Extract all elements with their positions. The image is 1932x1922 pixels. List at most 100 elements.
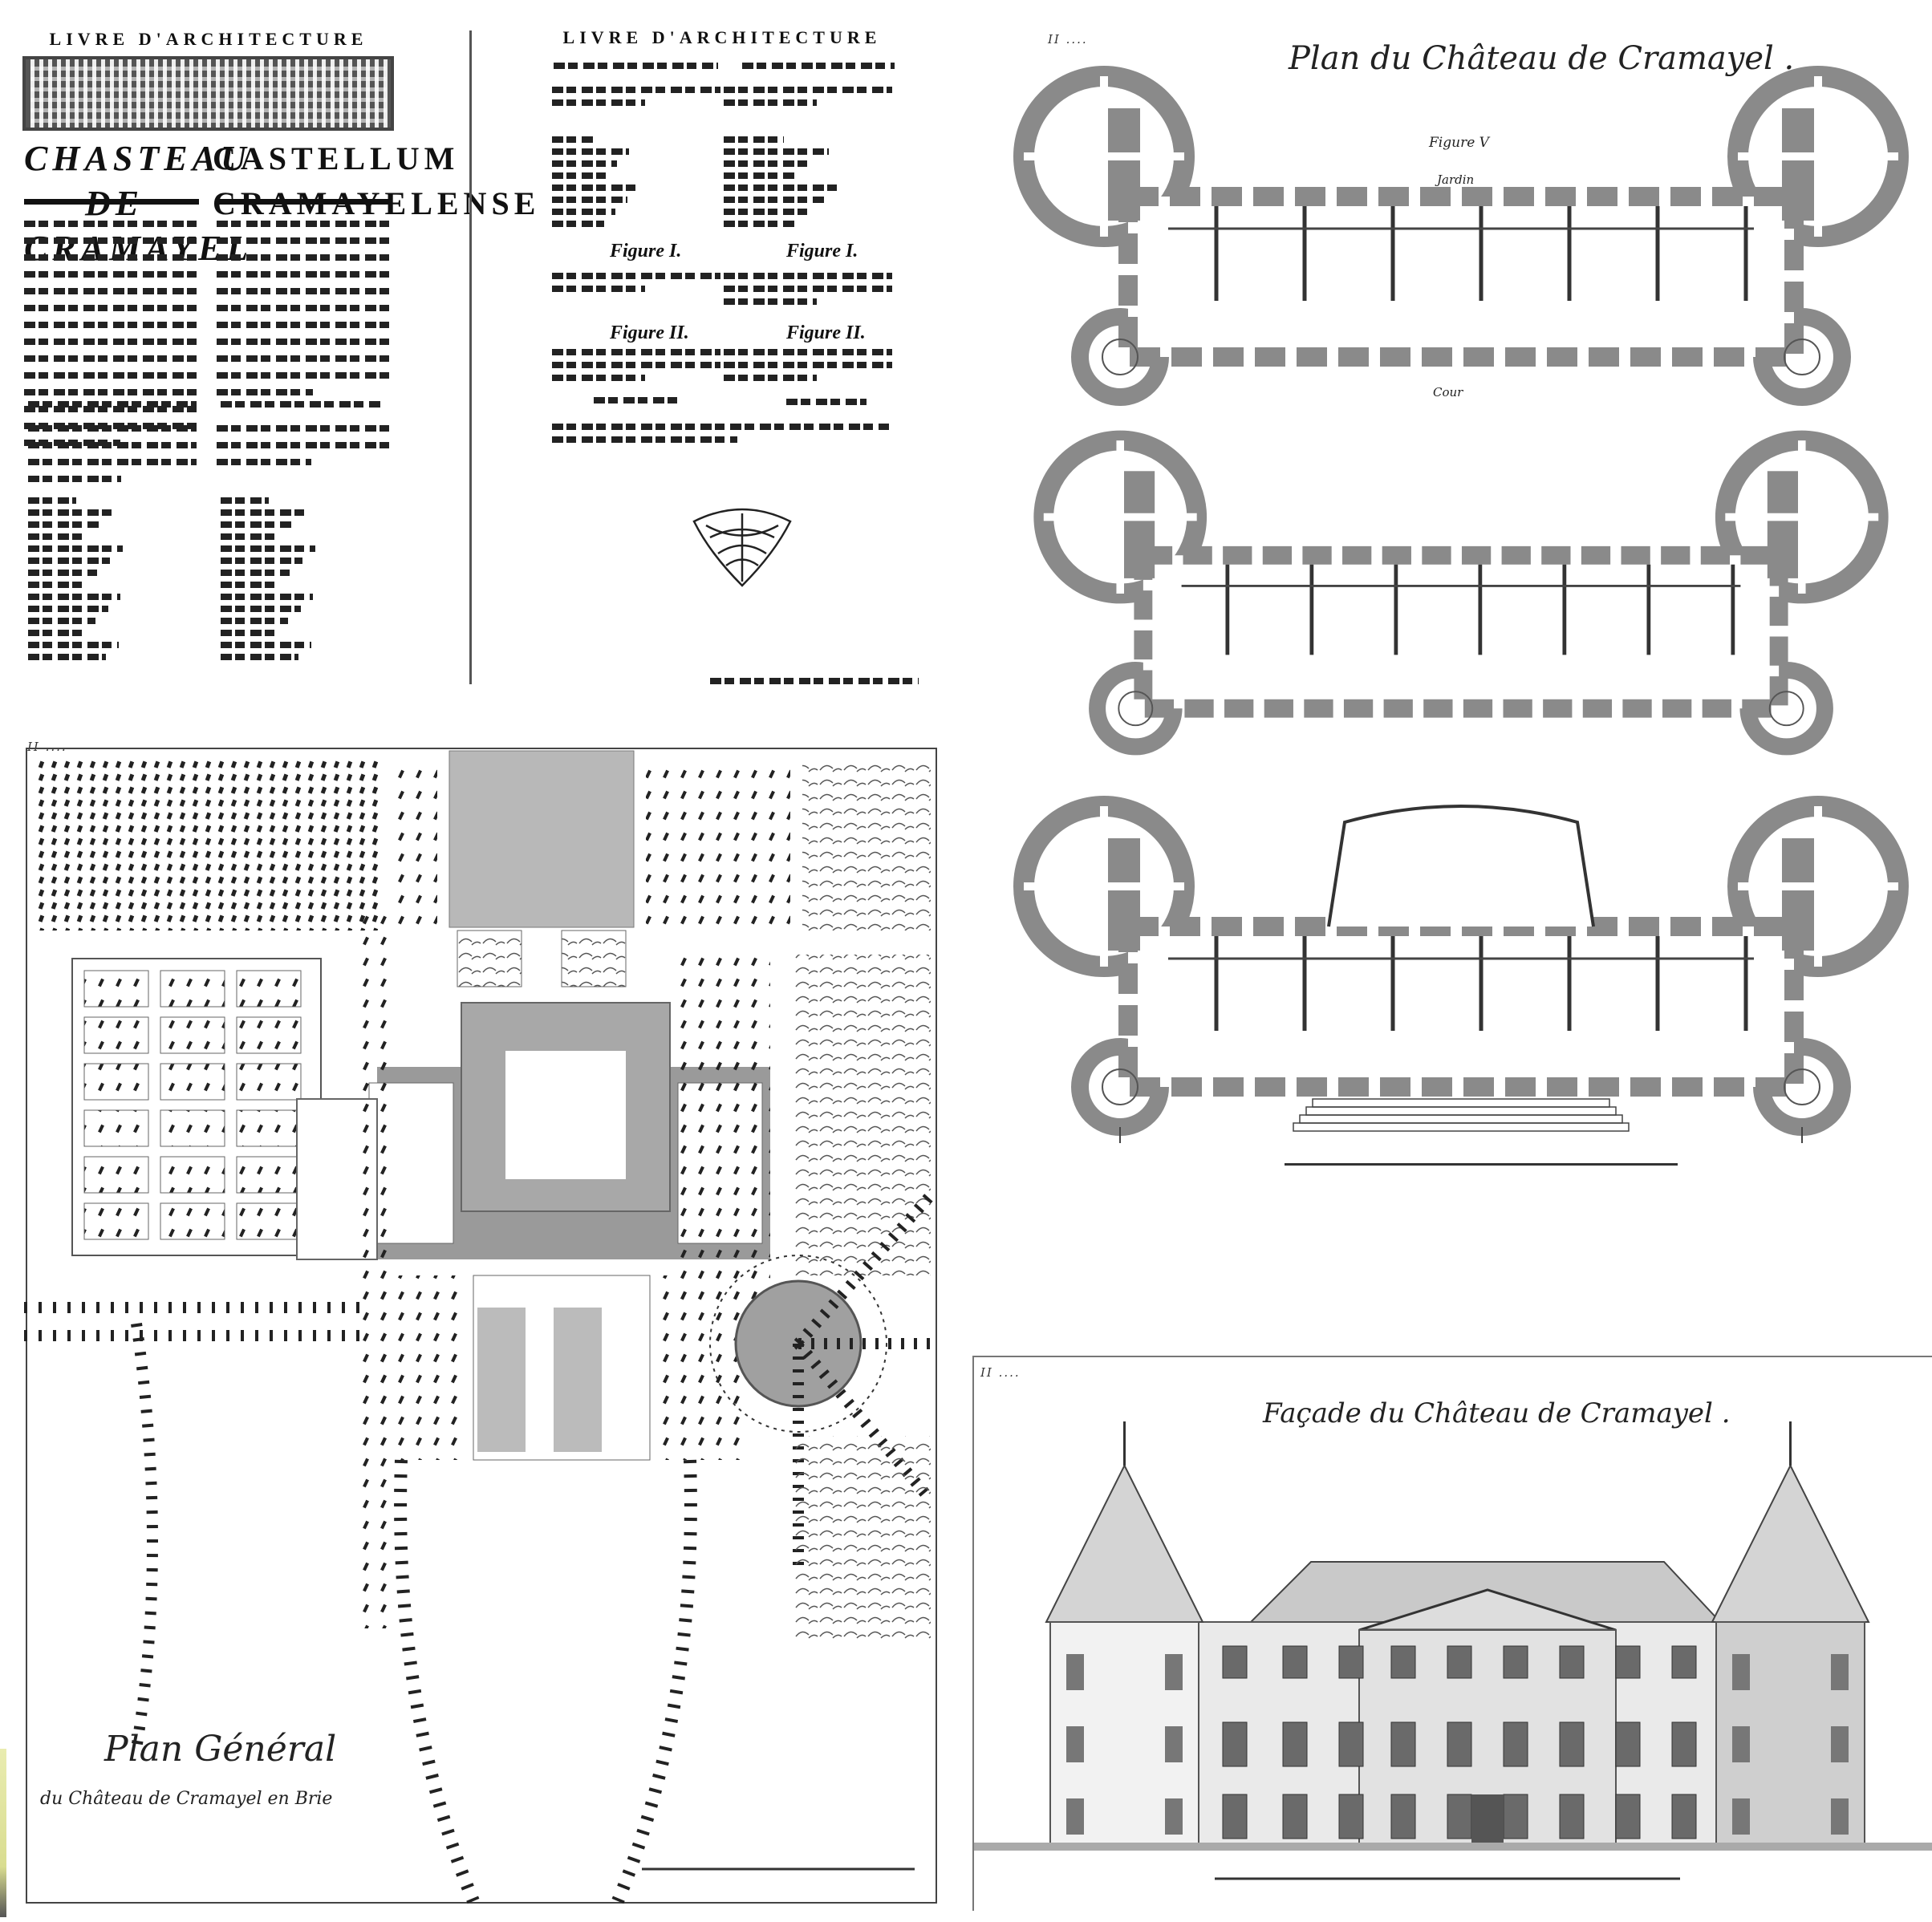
garden-bed bbox=[160, 1109, 225, 1147]
illegible-text-line bbox=[217, 339, 392, 345]
illegible-text-line bbox=[552, 87, 720, 93]
running-head: LIVRE D'ARCHITECTURE bbox=[49, 29, 368, 49]
garden-bed bbox=[83, 1016, 149, 1054]
illegible-text-line bbox=[552, 160, 618, 167]
site-plan-drawing bbox=[24, 748, 937, 1904]
explanation-text-left bbox=[28, 425, 197, 482]
illegible-text-line bbox=[552, 221, 604, 227]
illegible-text-line bbox=[24, 339, 199, 345]
illegible-text-line bbox=[217, 254, 392, 261]
illegible-text-line bbox=[221, 558, 302, 564]
avenue-trees bbox=[389, 758, 437, 931]
illegible-text-line bbox=[221, 630, 276, 636]
window bbox=[1390, 1794, 1416, 1839]
illegible-text-line bbox=[28, 618, 95, 624]
illegible-text-line bbox=[28, 476, 121, 482]
plate-number: II .... bbox=[980, 1365, 1021, 1380]
window bbox=[1615, 1645, 1641, 1679]
stair-wall-east bbox=[1767, 471, 1802, 578]
tower-window bbox=[1831, 1654, 1849, 1690]
entrance-door bbox=[1471, 1794, 1504, 1847]
illegible-text-line bbox=[786, 399, 867, 405]
explanation-heading-left bbox=[28, 401, 197, 408]
window bbox=[1559, 1794, 1585, 1839]
illegible-text-line bbox=[724, 286, 892, 292]
floor-plan-1 bbox=[1013, 66, 1909, 406]
illegible-text-line bbox=[724, 99, 817, 106]
illegible-text-line bbox=[552, 375, 645, 381]
tower-window bbox=[1831, 1798, 1849, 1835]
facade-plate: II .... Façade du Château de Cramayel . bbox=[972, 1356, 1932, 1911]
illegible-text-line bbox=[28, 558, 110, 564]
body-text-latin bbox=[217, 221, 392, 395]
window bbox=[1338, 1721, 1364, 1767]
illegible-text-line bbox=[28, 654, 107, 660]
illegible-text-line bbox=[552, 136, 596, 143]
illegible-text-line bbox=[724, 273, 892, 279]
illegible-text-line bbox=[28, 642, 119, 648]
illegible-text-line bbox=[28, 459, 197, 465]
printer-footer bbox=[710, 678, 919, 684]
tower-window bbox=[1066, 1654, 1084, 1690]
garden-bed bbox=[236, 1016, 302, 1054]
illegible-text-line bbox=[724, 298, 817, 305]
illegible-text-line bbox=[28, 442, 197, 448]
avenue bbox=[674, 947, 770, 1308]
figure-text-right bbox=[724, 273, 892, 305]
stair-wall-west bbox=[1104, 108, 1140, 221]
site-plan-subtitle: du Château de Cramayel en Brie bbox=[40, 1789, 333, 1809]
illegible-text-line bbox=[724, 148, 829, 155]
stair-wall-west bbox=[1104, 838, 1140, 951]
illegible-text-line bbox=[724, 136, 784, 143]
illegible-text-line bbox=[24, 406, 199, 412]
legend-list-left bbox=[28, 497, 124, 660]
illegible-text-line bbox=[221, 570, 290, 576]
illegible-text-line bbox=[28, 425, 197, 432]
window bbox=[1222, 1794, 1248, 1839]
illegible-text-line bbox=[24, 372, 199, 379]
title-french-line1: CHASTEAU bbox=[24, 139, 251, 178]
entry-steps bbox=[1299, 1114, 1623, 1124]
illegible-text-line bbox=[28, 606, 108, 612]
illegible-text-line bbox=[552, 209, 616, 215]
fleuron-ornament-icon bbox=[692, 508, 792, 587]
illegible-text-line bbox=[28, 509, 112, 516]
closing-text bbox=[552, 424, 889, 443]
illegible-text-line bbox=[217, 305, 392, 311]
illegible-text-line bbox=[24, 254, 199, 261]
spiral-stair bbox=[1784, 339, 1820, 375]
garden-bed bbox=[83, 1202, 149, 1240]
illegible-text-line bbox=[217, 322, 392, 328]
spiral-stair bbox=[1768, 691, 1804, 727]
illegible-text-line bbox=[221, 401, 381, 408]
plate-heading-left bbox=[594, 397, 682, 403]
parterre-north bbox=[448, 750, 635, 928]
illegible-text-line bbox=[217, 271, 392, 278]
grove bbox=[377, 1275, 465, 1460]
entry-pavilion bbox=[1327, 805, 1595, 927]
illegible-text-line bbox=[552, 436, 737, 443]
illegible-text-line bbox=[221, 521, 292, 528]
legend-list-right bbox=[221, 497, 317, 660]
figure-text-left bbox=[552, 349, 720, 381]
garden-bed bbox=[236, 970, 302, 1008]
illegible-text-line bbox=[552, 148, 629, 155]
window bbox=[1447, 1721, 1472, 1767]
garden-bed bbox=[83, 1109, 149, 1147]
moat-wall bbox=[974, 1843, 1932, 1851]
title-rule-right bbox=[217, 199, 392, 205]
garden-bed bbox=[160, 1016, 225, 1054]
site-plan-border bbox=[26, 748, 937, 1904]
window bbox=[1282, 1794, 1308, 1839]
illegible-text-line bbox=[724, 221, 795, 227]
window bbox=[1615, 1721, 1641, 1767]
illegible-text-line bbox=[724, 349, 892, 355]
chateau-courtyard bbox=[505, 1051, 626, 1179]
figure-heading: Figure I. bbox=[786, 241, 858, 262]
figure-text-left bbox=[552, 273, 720, 292]
illegible-text-line bbox=[724, 160, 813, 167]
illegible-text-line bbox=[552, 349, 720, 355]
entry-steps bbox=[1305, 1106, 1617, 1116]
scale-bar bbox=[1285, 1163, 1678, 1166]
illegible-text-line bbox=[552, 197, 627, 203]
